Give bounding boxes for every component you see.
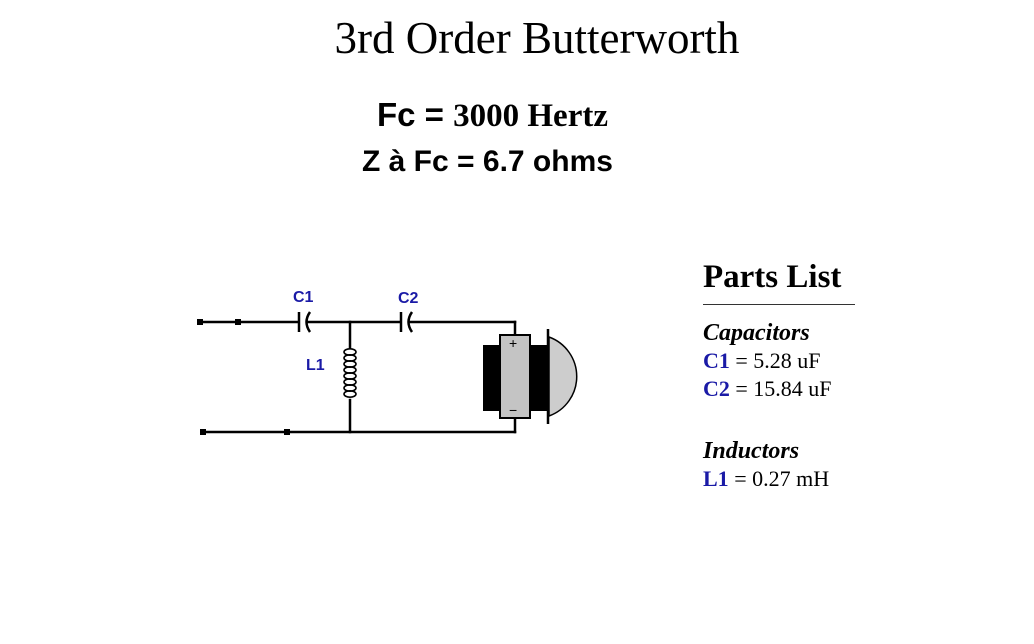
capacitor-c1-symbol [297, 311, 312, 333]
list-item-l1: L1 = 0.27 mH [703, 465, 855, 493]
l1-label: L1 [306, 357, 325, 374]
part-value: = 15.84 uF [729, 376, 832, 401]
parts-list: Parts List Capacitors C1 = 5.28 uF C2 = … [703, 256, 855, 493]
driver-minus-label: − [509, 402, 517, 418]
part-value: = 5.28 uF [729, 348, 821, 373]
part-value: = 0.27 mH [728, 466, 830, 491]
cutoff-frequency: Fc = 3000 Hertz [377, 95, 608, 136]
parts-list-heading: Parts List [703, 256, 855, 305]
page-title: 3rd Order Butterworth [334, 13, 740, 63]
list-item-c1: C1 = 5.28 uF [703, 347, 855, 375]
terminal-top [197, 319, 203, 325]
junction-top [235, 319, 241, 325]
junction-bottom [284, 429, 290, 435]
terminal-bottom [200, 429, 206, 435]
capacitor-c2-symbol [399, 311, 414, 333]
cutoff-frequency-label: Fc = [377, 96, 454, 133]
c1-label: C1 [293, 289, 314, 306]
crossover-schematic: C1 C2 L1 + − [197, 289, 578, 435]
inductor-l1-symbol [343, 347, 357, 398]
inductors-heading: Inductors [703, 438, 800, 464]
impedance-at-cutoff: Z à Fc = 6.7 ohms [362, 145, 613, 178]
driver-plus-label: + [509, 335, 517, 351]
part-ref: C1 [703, 348, 730, 373]
cutoff-frequency-value: 3000 Hertz [453, 98, 608, 134]
part-ref: L1 [703, 466, 729, 491]
part-ref: C2 [703, 376, 730, 401]
list-item-c2: C2 = 15.84 uF [703, 375, 855, 403]
capacitors-heading: Capacitors [703, 320, 810, 346]
tweeter-driver-icon [483, 329, 578, 424]
c2-label: C2 [398, 290, 419, 307]
